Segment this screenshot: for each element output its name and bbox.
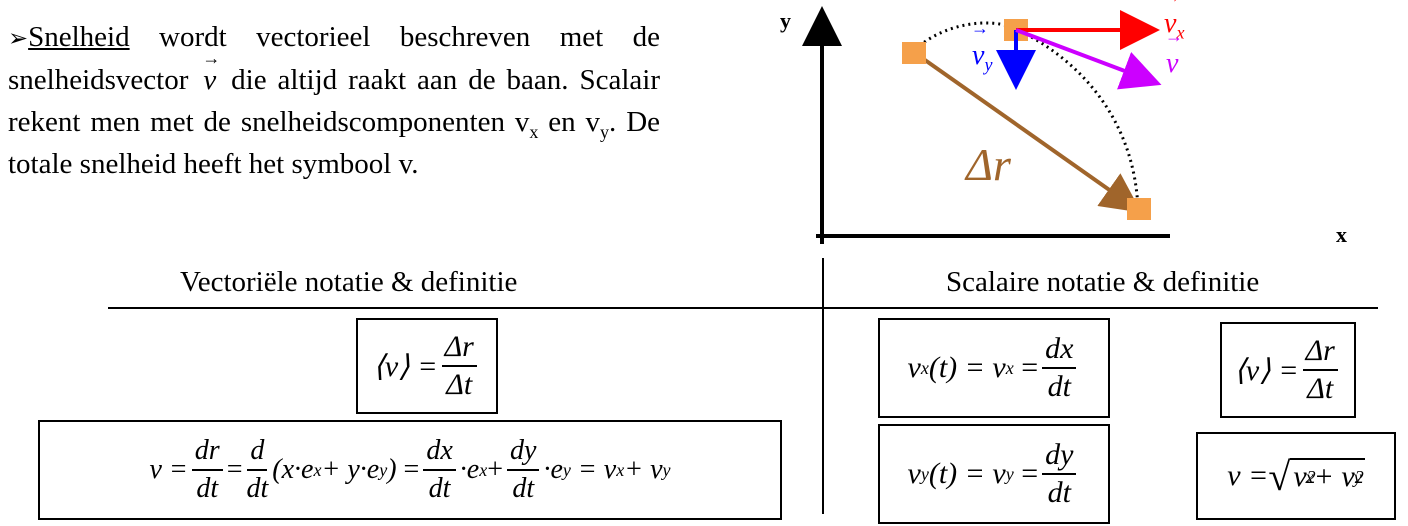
vector-notation-header: Vectoriële notatie & definitie (180, 266, 518, 298)
x-axis-label: x (1336, 222, 1347, 247)
column-divider-line (822, 258, 824, 514)
displacement-arrow (913, 51, 1142, 213)
vy-label: vy (968, 18, 996, 76)
intro-sub-x: x (529, 121, 539, 142)
v-arrow (1015, 28, 1162, 90)
diagram-svg (802, 6, 1170, 244)
y-axis-label: y (780, 8, 791, 33)
scalar-notation-header: Scalaire notatie & definitie (946, 266, 1260, 298)
v-label: v (1162, 26, 1183, 80)
velocity-vector-symbol: v (199, 37, 220, 101)
header-divider-line (108, 307, 1378, 309)
start-marker (902, 42, 926, 64)
keyword-snelheid: Snelheid (28, 21, 130, 53)
intro-text-2: die altijd raakt aan de baan. Scalair re… (8, 64, 660, 138)
intro-text-3: . De totale snelheid heeft het symbool v… (8, 106, 661, 180)
intro-paragraph: ➢Snelheid wordt vectorieel beschreven me… (8, 16, 660, 185)
intro-text-1: wordt vectorieel beschreven met de snelh… (8, 21, 660, 96)
displacement-label: Δr (966, 139, 1011, 190)
trajectory-path (913, 21, 1140, 211)
end-marker (1127, 198, 1151, 220)
intro-text-mid: en v (538, 106, 601, 138)
bullet-arrow-icon: ➢ (8, 24, 29, 52)
intro-sub-y: y (600, 121, 610, 142)
velocity-diagram: y x vx vy v Δr (770, 0, 1347, 250)
